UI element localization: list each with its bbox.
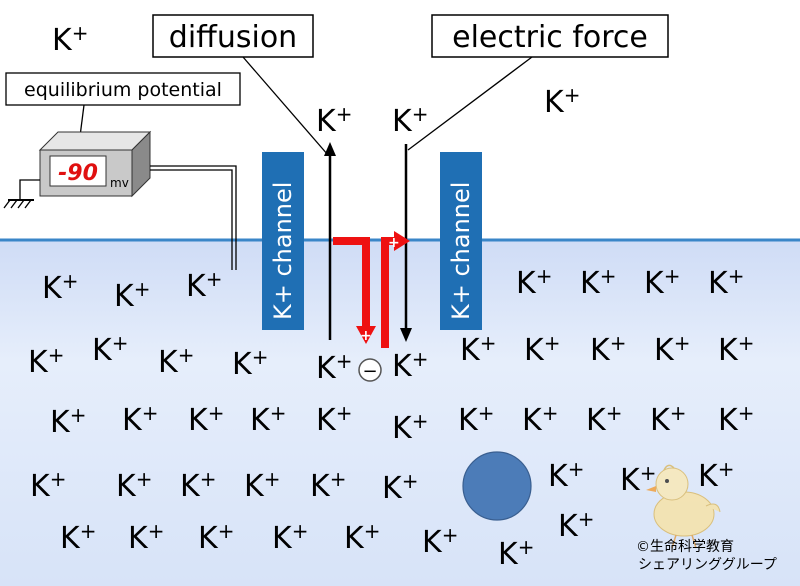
k-ion: K+ xyxy=(382,469,418,506)
k-ion: K+ xyxy=(316,349,352,386)
k-ion: K+ xyxy=(708,264,744,301)
k-ion: K+ xyxy=(244,467,280,504)
k-ion: K+ xyxy=(30,467,66,504)
meter-value: -90 xyxy=(58,161,98,186)
k-ion: K+ xyxy=(122,401,158,438)
k-ion: K+ xyxy=(522,401,558,438)
k-ion: K+ xyxy=(52,21,88,58)
k-ion: K+ xyxy=(92,331,128,368)
k-ion: K+ xyxy=(60,519,96,556)
electric-force-label: electric force xyxy=(452,20,648,55)
k-ion: K+ xyxy=(516,264,552,301)
k-ion: K+ xyxy=(310,467,346,504)
k-ion: K+ xyxy=(392,347,428,384)
k-ion: K+ xyxy=(316,401,352,438)
k-ion: K+ xyxy=(590,331,626,368)
k-ion: K+ xyxy=(392,102,428,139)
diffusion-label: diffusion xyxy=(169,20,297,55)
k-ion: K+ xyxy=(586,401,622,438)
electrode-wire xyxy=(150,165,237,270)
k-ion: K+ xyxy=(650,401,686,438)
k-ion: K+ xyxy=(498,535,534,572)
k-ion: K+ xyxy=(42,269,78,306)
voltmeter: equilibrium potential -90 mv xyxy=(3,72,241,270)
k-ion: K+ xyxy=(654,331,690,368)
k-ion: K+ xyxy=(250,401,286,438)
k-ion: K+ xyxy=(460,331,496,368)
k-ion: K+ xyxy=(558,507,594,544)
k-ion: K+ xyxy=(316,102,352,139)
meter-display xyxy=(49,155,107,187)
k-ion: K+ xyxy=(28,343,64,380)
k-ion: K+ xyxy=(458,401,494,438)
k-ion: K+ xyxy=(116,467,152,504)
k-ion: K+ xyxy=(180,467,216,504)
k-ion: K+ xyxy=(272,519,308,556)
negative-charge: − xyxy=(358,358,382,382)
k-ion: K+ xyxy=(544,83,580,120)
meter-unit: mv xyxy=(110,176,129,190)
plus-charge-lower: + xyxy=(360,328,372,344)
copyright-line2: シェアリンググループ xyxy=(638,557,777,573)
plus-charge-upper: + xyxy=(388,235,400,251)
k-ion: K+ xyxy=(232,345,268,382)
k-ion: K+ xyxy=(620,461,656,498)
k-ion: K+ xyxy=(718,331,754,368)
k-ion: K+ xyxy=(548,457,584,494)
k-ion: K+ xyxy=(644,264,680,301)
k-channel-right: K+ channel xyxy=(440,152,482,330)
k-channel-left: K+ channel xyxy=(262,152,304,330)
k-ion: K+ xyxy=(524,331,560,368)
potassium-ions: K+ K+ K+ K+ K+ K+ K+ K+ K+ K+ K+ K+ K+ K… xyxy=(28,21,754,572)
k-ion: K+ xyxy=(718,401,754,438)
k-ion: K+ xyxy=(392,409,428,446)
k-ion: K+ xyxy=(114,277,150,314)
electric-force-arrow xyxy=(400,144,412,342)
k-ion: K+ xyxy=(580,264,616,301)
k-ion: K+ xyxy=(128,519,164,556)
equilibrium-potential-label: equilibrium potential xyxy=(24,79,222,101)
k-ion: K+ xyxy=(186,267,222,304)
intracellular-anion-sphere xyxy=(462,451,532,521)
copyright-line1: ©生命科学教育 xyxy=(636,538,734,555)
k-ion: K+ xyxy=(158,343,194,380)
k-ion: K+ xyxy=(50,403,86,440)
electric-force-callout: electric force xyxy=(407,14,669,151)
k-ion: K+ xyxy=(422,523,458,560)
chick-mascot xyxy=(646,464,721,549)
channel-right-label: K+ channel xyxy=(447,182,475,320)
k-ion: K+ xyxy=(344,519,380,556)
k-ion: K+ xyxy=(188,401,224,438)
k-ion: K+ xyxy=(698,457,734,494)
minus-sign: − xyxy=(362,361,377,382)
charge-flow-arrows: + + xyxy=(333,231,410,348)
channel-left-label: K+ channel xyxy=(269,182,297,320)
diffusion-arrow xyxy=(324,142,336,340)
k-ion: K+ xyxy=(198,519,234,556)
diffusion-callout: diffusion xyxy=(152,14,329,156)
